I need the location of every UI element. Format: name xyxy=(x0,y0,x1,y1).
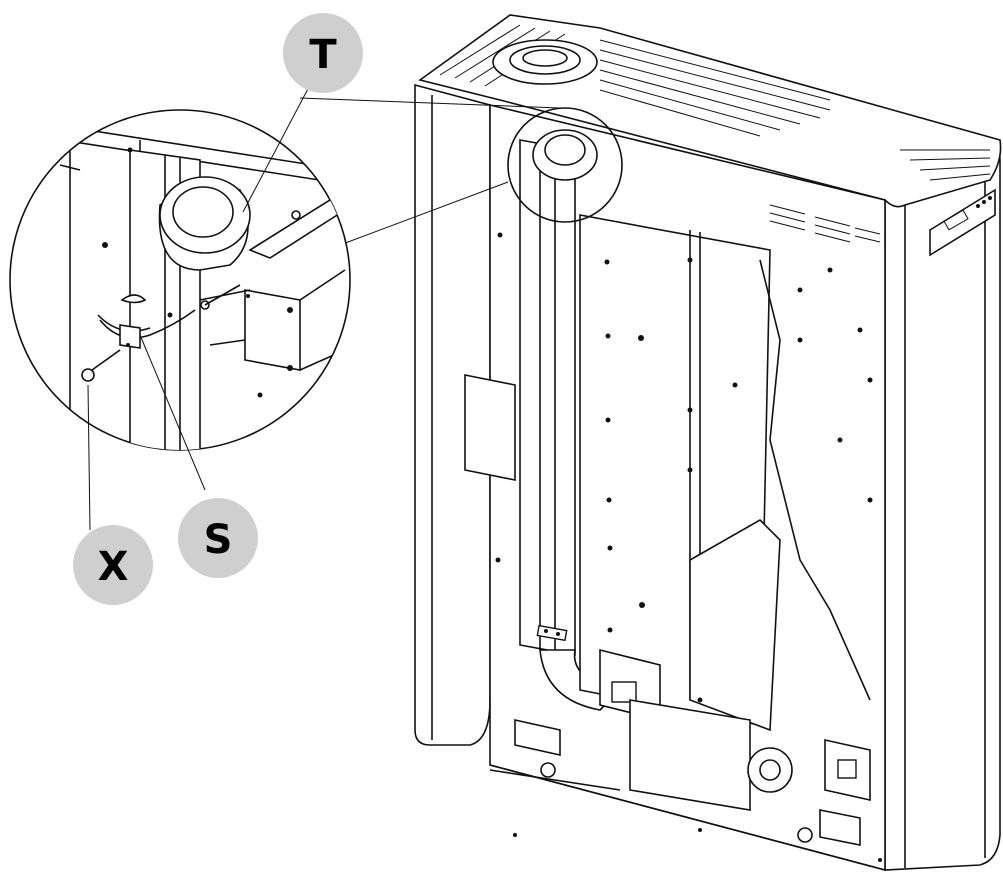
callout-X-bubble xyxy=(73,525,153,605)
electrical-box xyxy=(464,374,516,481)
callout-S: S xyxy=(178,498,258,578)
stove-body xyxy=(414,14,1002,872)
callout-X: X xyxy=(73,525,153,605)
leader-S xyxy=(139,334,206,491)
detail-ring xyxy=(507,107,623,223)
callout-S-label: S xyxy=(204,517,233,563)
zoom-connector-bottom xyxy=(339,181,509,246)
vent-slots xyxy=(769,204,881,243)
callout-T-bubble xyxy=(283,13,363,93)
bottom-components xyxy=(514,648,871,846)
zoom-detail xyxy=(9,109,351,451)
leader-X xyxy=(87,384,91,531)
callout-X-label: X xyxy=(98,544,129,590)
callout-T-label: T xyxy=(309,32,337,78)
control-display xyxy=(929,188,996,257)
top-grille xyxy=(439,24,991,181)
screw-dots xyxy=(495,232,882,862)
vertical-flue-pipe xyxy=(519,139,576,656)
callout-T: T xyxy=(283,13,363,93)
zoom-connector-top xyxy=(299,97,561,109)
leader-T xyxy=(242,84,311,213)
callout-S-bubble xyxy=(178,498,258,578)
